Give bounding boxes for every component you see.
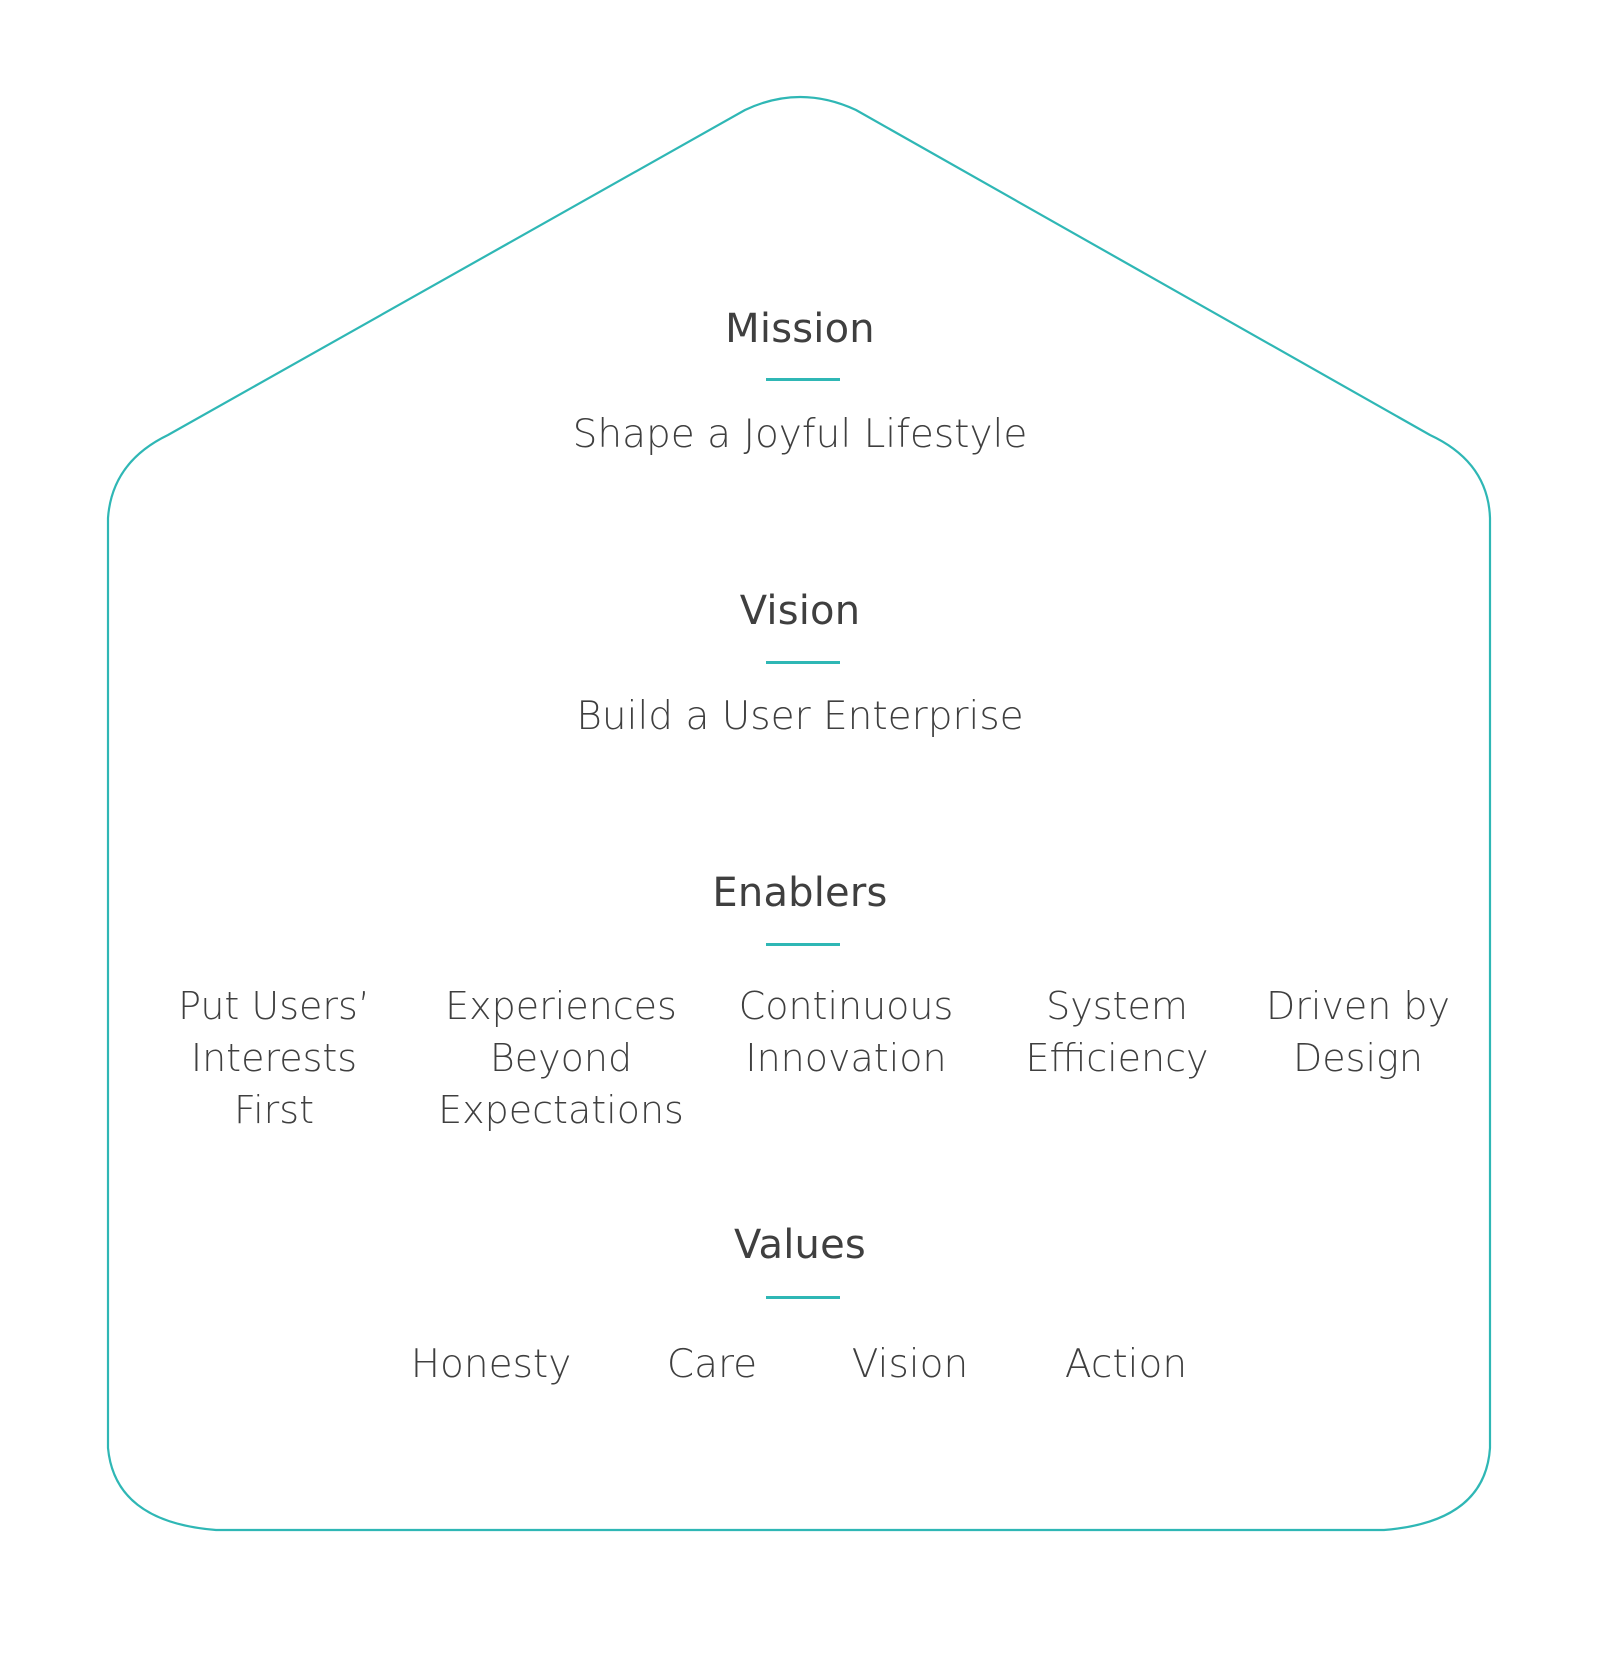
- value-care: Care: [666, 1342, 758, 1387]
- enabler-line: Beyond: [489, 1036, 633, 1080]
- enablers-divider: [766, 943, 840, 946]
- mission-text: Shape a Joyful Lifestyle: [572, 412, 1028, 457]
- enabler-driven-by-design: Driven by Design: [1223, 980, 1493, 1084]
- value-vision: Vision: [851, 1342, 969, 1387]
- enabler-line: Expectations: [438, 1088, 684, 1132]
- values-divider: [766, 1296, 840, 1299]
- enabler-line: Innovation: [745, 1036, 947, 1080]
- enabler-line: Design: [1293, 1036, 1423, 1080]
- value-action: Action: [1064, 1342, 1188, 1387]
- enabler-line: First: [234, 1088, 314, 1132]
- enabler-line: Efficiency: [1025, 1036, 1209, 1080]
- enabler-line: Interests: [190, 1036, 358, 1080]
- value-honesty: Honesty: [410, 1342, 572, 1387]
- enabler-system-efficiency: System Efficiency: [982, 980, 1252, 1084]
- enabler-experiences-beyond-expectations: Experiences Beyond Expectations: [426, 980, 696, 1136]
- mission-divider: [766, 378, 840, 381]
- values-title: Values: [734, 1222, 866, 1268]
- enabler-line: Experiences: [445, 984, 677, 1028]
- enabler-line: System: [1046, 984, 1188, 1028]
- vision-divider: [766, 661, 840, 664]
- enabler-line: Continuous: [738, 984, 954, 1028]
- enabler-continuous-innovation: Continuous Innovation: [711, 980, 981, 1084]
- vision-text: Build a User Enterprise: [576, 694, 1024, 739]
- enabler-put-users-interests-first: Put Users’ Interests First: [139, 980, 409, 1136]
- mission-title: Mission: [725, 306, 875, 352]
- enabler-line: Driven by: [1265, 984, 1451, 1028]
- enabler-line: Put Users’: [178, 984, 370, 1028]
- enablers-title: Enablers: [712, 870, 888, 916]
- house-outline: [106, 96, 1492, 1532]
- vision-title: Vision: [739, 588, 861, 634]
